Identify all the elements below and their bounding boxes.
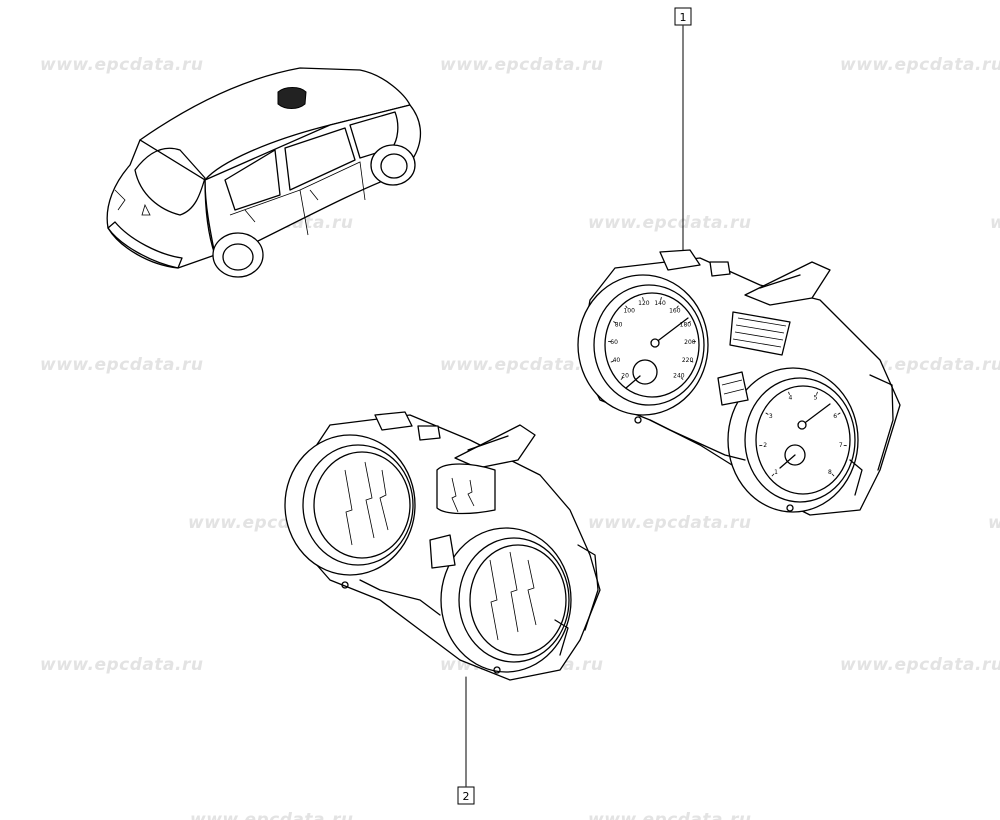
gauge-tick-label: 7 bbox=[839, 442, 843, 449]
gauge-tick bbox=[831, 473, 835, 477]
gauge-tick bbox=[771, 473, 775, 477]
watermark-text: www.epcdata.ru bbox=[588, 513, 751, 533]
gauge-tick bbox=[816, 391, 818, 395]
gauge-tick bbox=[687, 321, 691, 324]
gauge-tick bbox=[625, 305, 628, 309]
gauge-tick-label: 1 bbox=[774, 469, 778, 476]
gauge-tick-label: 200 bbox=[684, 339, 696, 346]
gauge-tick-label: 2 bbox=[763, 442, 767, 449]
gauge-tick bbox=[620, 377, 624, 380]
gauge-tick-label: 180 bbox=[680, 321, 692, 328]
gauge-tick-label: 5 bbox=[814, 395, 818, 402]
gauge-tick-label: 40 bbox=[613, 357, 621, 364]
gauge-tick bbox=[680, 377, 684, 380]
callout-1: 1 bbox=[674, 7, 692, 251]
gauge-tick-label: 140 bbox=[654, 300, 666, 307]
watermark-text: www.epcdata.ru bbox=[40, 355, 203, 375]
gauge-tick bbox=[676, 305, 679, 309]
watermark-text: www.epcdata.ru bbox=[588, 810, 751, 820]
gauge-tick bbox=[690, 360, 694, 363]
gauge-tick bbox=[660, 297, 662, 301]
gauge-tick-label: 4 bbox=[788, 395, 792, 402]
gauge-tick-label: 8 bbox=[828, 469, 832, 476]
gauge-tick-label: 3 bbox=[769, 413, 773, 420]
watermark-text: www.epcdata.ru bbox=[40, 55, 203, 75]
gauge-tick bbox=[765, 412, 769, 415]
gauge-tick-label: 6 bbox=[833, 413, 837, 420]
tachometer-ticks: 1 2 3 4 5 6 7 8 bbox=[759, 391, 847, 477]
watermark-text: www.epcdata.ru bbox=[440, 355, 603, 375]
gauge-tick-label: 240 bbox=[673, 372, 685, 379]
watermark-text: www.epcdata.ru bbox=[840, 655, 1000, 675]
gauge-tick-label: 160 bbox=[669, 308, 681, 315]
gauge-tick bbox=[610, 360, 614, 363]
instrument-cluster-2 bbox=[284, 411, 601, 681]
gauge-tick-label: 60 bbox=[610, 339, 618, 346]
watermark-text: www.epcdata.ru bbox=[990, 213, 1000, 233]
watermark-text: www.epcdata.ru bbox=[988, 513, 1000, 533]
gauge-tick bbox=[642, 297, 644, 301]
gauge-tick bbox=[837, 412, 841, 415]
watermark-text: www.epcdata.ru bbox=[840, 55, 1000, 75]
watermark-text: www.epcdata.ru bbox=[190, 810, 353, 820]
gauge-tick bbox=[788, 391, 790, 395]
gauge-tick-label: 120 bbox=[638, 300, 650, 307]
watermark-text: www.epcdata.ru bbox=[40, 655, 203, 675]
gauge-tick-label: 20 bbox=[621, 372, 629, 379]
callout-2: 2 bbox=[457, 676, 475, 805]
watermark-text: www.epcdata.ru bbox=[440, 55, 603, 75]
gauge-tick-label: 100 bbox=[623, 308, 635, 315]
gauge-tick-label: 220 bbox=[682, 357, 694, 364]
callout-label: 1 bbox=[680, 11, 687, 24]
callout-label: 2 bbox=[463, 790, 470, 803]
car-illustration bbox=[106, 67, 422, 278]
gauge-tick bbox=[613, 321, 617, 324]
gauge-tick-label: 80 bbox=[615, 321, 623, 328]
watermark-text: www.epcdata.ru bbox=[588, 213, 751, 233]
